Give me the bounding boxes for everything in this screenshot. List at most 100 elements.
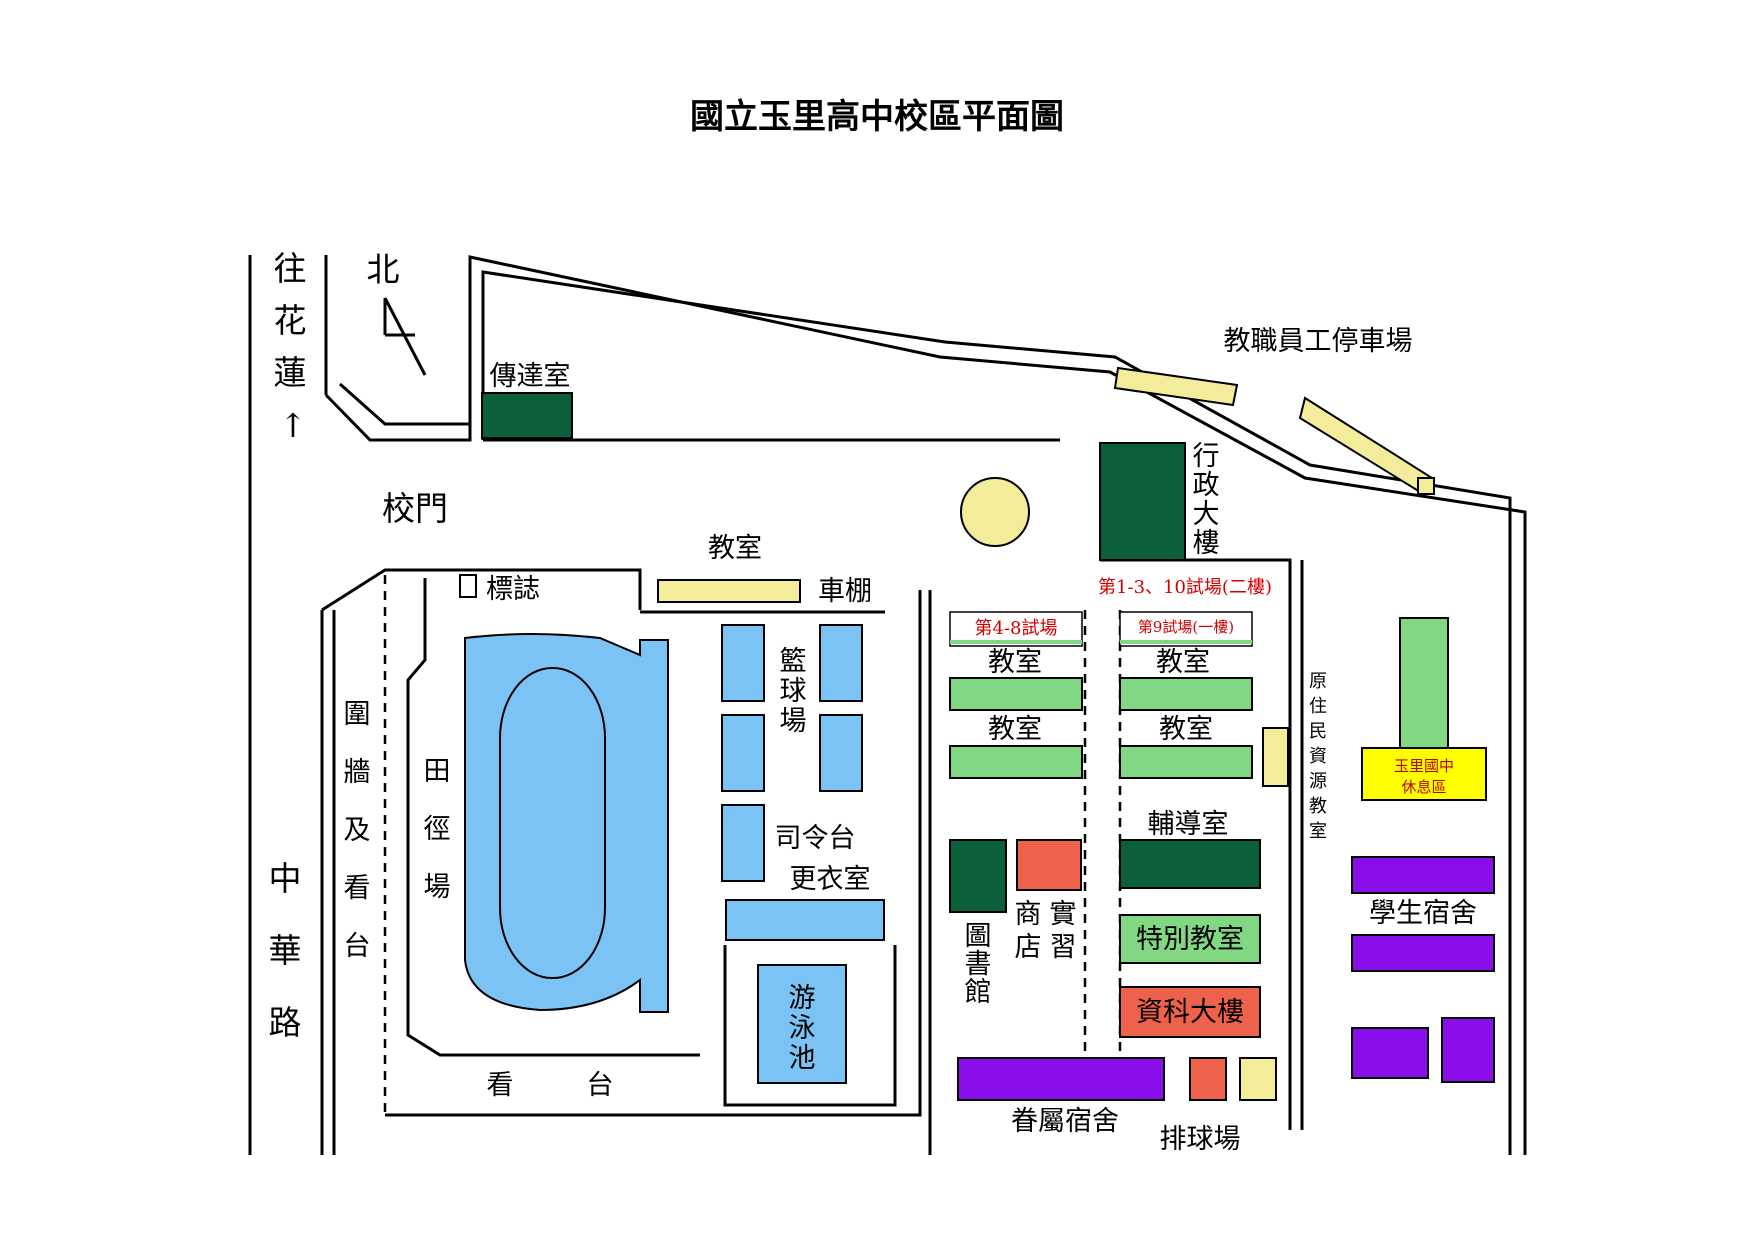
changing-room-label: 更衣室 — [790, 864, 871, 895]
counseling-office-label: 輔導室 — [1148, 809, 1229, 840]
admin-building — [1099, 442, 1186, 561]
admin-char-1: 行 — [1193, 441, 1220, 472]
track-infield — [499, 667, 606, 979]
indigenous-char-3: 民 — [1309, 721, 1327, 742]
classroom-left-2 — [949, 745, 1083, 779]
east-green-building — [1399, 617, 1449, 751]
basketball-court-2 — [819, 624, 863, 702]
special-classroom-label: 特別教室 — [1136, 924, 1244, 955]
gatehouse-label: 傳達室 — [490, 361, 571, 392]
swimming-pool-label: 游 泳 池 — [789, 983, 816, 1074]
classroom-right-1-label: 教室 — [1156, 647, 1210, 678]
zhonghua-char-1: 中 — [269, 859, 302, 898]
it-building-label: 資科大樓 — [1136, 997, 1244, 1028]
student-dorm-1 — [1351, 856, 1495, 894]
classroom-top-label: 教室 — [708, 533, 762, 564]
parking-shed-1 — [1113, 366, 1239, 407]
indigenous-char-2: 住 — [1309, 696, 1327, 717]
exam-room-9-label: 第9試場(一樓) — [1138, 618, 1234, 636]
to-hualien-char-3: 蓮 — [274, 353, 307, 392]
pool-char-3: 池 — [789, 1043, 816, 1074]
basketball-char-2: 球 — [780, 676, 807, 707]
roundabout-circle — [960, 477, 1030, 547]
parking-shed-2-end — [1417, 477, 1435, 495]
map-title: 國立玉里高中校區平面圖 — [690, 97, 1064, 137]
fence-char-2: 牆 — [344, 757, 371, 788]
basketball-court-5 — [721, 804, 765, 882]
sports-area-north-edge — [321, 568, 642, 612]
track-boundary — [406, 578, 700, 1057]
north-boundary-outer — [324, 255, 1527, 1155]
classroom-left-1-label: 教室 — [988, 647, 1042, 678]
student-dorm-4 — [1441, 1017, 1495, 1083]
track-char-2: 徑 — [424, 814, 451, 845]
indigenous-char-6: 教 — [1309, 796, 1327, 817]
store-char-4: 習 — [1050, 932, 1077, 963]
track-char-3: 場 — [424, 872, 451, 903]
volleyball-court-yellow — [1239, 1057, 1277, 1101]
admin-char-4: 樓 — [1193, 528, 1220, 559]
bike-shed-label: 車棚 — [818, 576, 872, 607]
yuli-junior-rest-area — [1361, 747, 1487, 801]
track-field-label: 田 徑 場 — [424, 756, 451, 903]
zhonghua-road-label: 中 華 路 — [269, 859, 302, 1042]
classroom-right-2 — [1119, 745, 1253, 779]
volleyball-court-label: 排球場 — [1160, 1124, 1241, 1155]
faculty-dorm-label: 眷屬宿舍 — [1011, 1106, 1119, 1137]
store-char-3: 實 — [1050, 899, 1077, 930]
north-label: 北 — [367, 250, 400, 289]
pool-enclosure — [723, 945, 897, 1107]
school-gate-label: 校門 — [382, 489, 448, 528]
it-building — [1119, 986, 1261, 1038]
student-dorm-label: 學生宿舍 — [1369, 898, 1477, 929]
admin-building-label: 行 政 大 樓 — [1193, 441, 1220, 559]
store-char-2: 店 — [1015, 932, 1042, 963]
track-char-1: 田 — [424, 756, 451, 787]
roads-and-walls — [248, 255, 1527, 1155]
to-hualien-char-1: 往 — [274, 249, 307, 288]
pool-char-1: 游 — [789, 983, 816, 1014]
yuli-junior-rest-line-2: 休息區 — [1401, 778, 1446, 796]
fence-and-stands-label: 圍 牆 及 看 台 — [344, 699, 371, 962]
fence-char-3: 及 — [344, 815, 371, 846]
library-char-3: 館 — [965, 977, 992, 1008]
yuli-junior-rest-line-1: 玉里國中 — [1394, 757, 1454, 775]
exam-rooms-1-3-10-label: 第1-3、10試場(二樓) — [1098, 577, 1272, 598]
gate-curve — [339, 382, 470, 426]
library-label: 圖 書 館 — [965, 921, 992, 1008]
up-arrow-icon: ↑ — [279, 406, 307, 445]
stands-bottom-char-2: 台 — [587, 1070, 614, 1101]
exam-rooms-4-8-label: 第4-8試場 — [975, 618, 1058, 639]
basketball-court-3 — [721, 714, 765, 792]
to-hualien-char-2: 花 — [274, 301, 307, 340]
basketball-court-4 — [819, 714, 863, 792]
bike-shed — [657, 579, 801, 603]
sign-marker — [459, 574, 477, 598]
volleyball-court-red — [1189, 1057, 1227, 1101]
counseling-office — [1119, 839, 1261, 889]
special-classroom — [1119, 914, 1261, 964]
sports-area-south-east-edge — [385, 590, 922, 1117]
fence-char-1: 圍 — [344, 699, 371, 730]
to-hualien-label: 往 花 蓮 ↑ — [274, 249, 307, 445]
pool-char-2: 泳 — [789, 1013, 816, 1044]
library-char-1: 圖 — [965, 921, 992, 952]
basketball-char-1: 籃 — [780, 646, 807, 677]
student-dorm-2 — [1351, 934, 1495, 972]
basketball-char-3: 場 — [780, 706, 807, 737]
faculty-dorm — [957, 1057, 1165, 1101]
basketball-court-label: 籃 球 場 — [780, 646, 807, 737]
fence-char-5: 台 — [344, 931, 371, 962]
zhonghua-char-2: 華 — [269, 931, 302, 970]
indigenous-center-shed — [1262, 727, 1289, 787]
store-char-1: 商 — [1015, 899, 1042, 930]
practice-store — [1016, 839, 1082, 891]
classroom-right-1 — [1119, 677, 1253, 711]
stands-bottom-char-1: 看 — [487, 1070, 514, 1101]
north-boundary-inner — [481, 270, 1512, 1155]
practice-store-label: 商 店 實 習 — [1015, 899, 1077, 963]
library-building — [949, 839, 1007, 913]
library-char-2: 書 — [965, 949, 992, 980]
admin-char-3: 大 — [1193, 499, 1220, 530]
